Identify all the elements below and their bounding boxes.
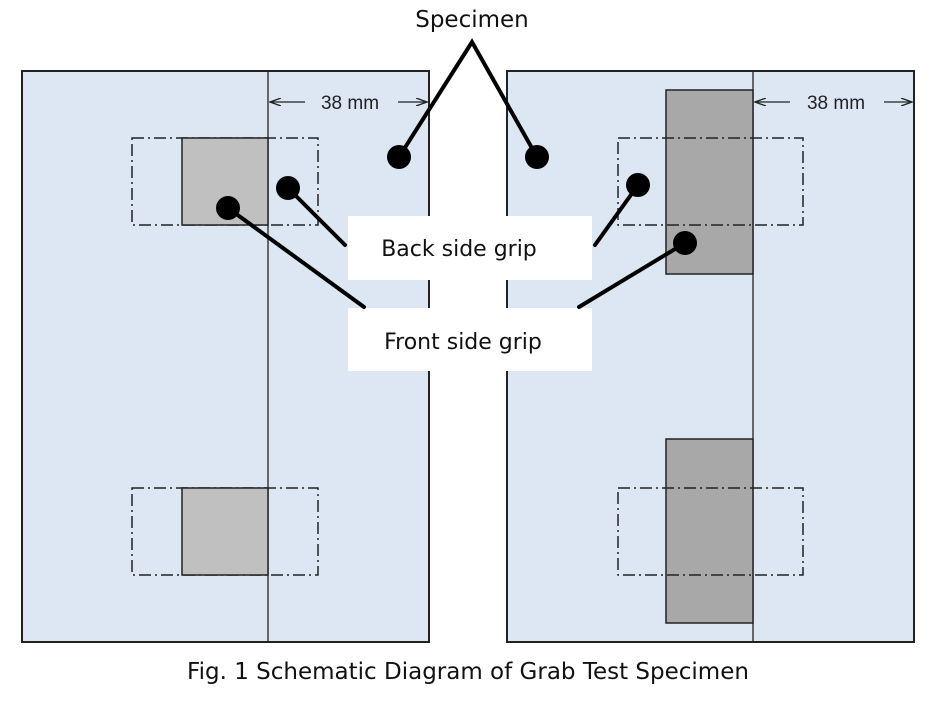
right-bottom-front-grip xyxy=(665,438,754,624)
right-top-back-grip-outline xyxy=(617,137,804,226)
back-grip-dot-right xyxy=(626,173,650,197)
back-grip-leader-right xyxy=(593,183,640,247)
specimen-leader xyxy=(397,38,539,159)
front-grip-label-box xyxy=(348,308,592,371)
back-grip-leader-left xyxy=(286,186,347,247)
right-bottom-back-grip-outline xyxy=(617,487,804,576)
specimen-label: Specimen xyxy=(415,7,529,33)
left-dimension-label: 38 mm xyxy=(321,93,379,114)
back-grip-dot-left xyxy=(276,176,300,200)
back-grip-label: Back side grip xyxy=(381,237,537,262)
left-bottom-front-grip xyxy=(181,487,269,576)
front-grip-dot-right xyxy=(673,231,697,255)
front-grip-label: Front side grip xyxy=(384,330,542,355)
right-dimension-label: 38 mm xyxy=(807,93,865,114)
specimen-dot-right xyxy=(525,145,549,169)
front-grip-leader-right xyxy=(577,241,687,309)
front-grip-dot-left xyxy=(216,196,240,220)
back-grip-label-box xyxy=(348,216,592,280)
leader-lines xyxy=(226,38,687,309)
figure-caption: Fig. 1 Schematic Diagram of Grab Test Sp… xyxy=(187,659,749,685)
specimen-dot-left xyxy=(387,145,411,169)
front-grip-leader-left xyxy=(226,206,366,309)
leader-dots xyxy=(216,145,697,255)
